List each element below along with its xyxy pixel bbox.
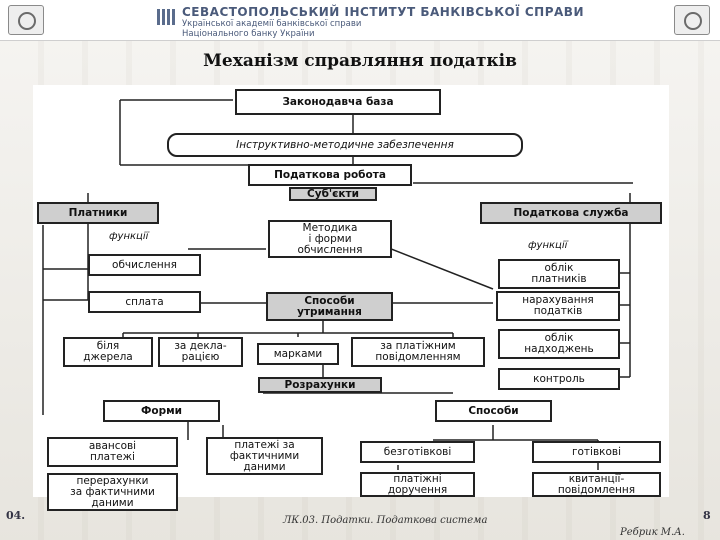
footer-page-number: 8	[703, 509, 711, 522]
node-payers: Платники	[37, 202, 159, 224]
label-functions-right: функції	[528, 240, 567, 251]
node-tax-work: Податкова робота	[248, 164, 412, 186]
institute-subtitle-line2: Національного банку України	[182, 29, 315, 39]
node-cash: готівкові	[532, 441, 661, 463]
node-receipt-notices: квитанції- повідомлення	[532, 472, 661, 497]
node-advance-payments: авансові платежі	[47, 437, 178, 467]
node-payment-orders: платіжні доручення	[360, 472, 475, 497]
node-settlements: Розрахунки	[258, 377, 382, 393]
node-payment-methods: Способи утримання	[266, 292, 393, 321]
node-payment: сплата	[88, 291, 201, 313]
node-calculation: обчислення	[88, 254, 201, 276]
node-methods-and-forms: Методика і форми обчислення	[268, 220, 392, 258]
node-by-tax-notice: за платіжним повідомленням	[351, 337, 485, 367]
institute-logo-icon	[157, 9, 175, 25]
label-functions-left: функції	[109, 231, 148, 242]
node-control: контроль	[498, 368, 620, 390]
node-at-source: біля джерела	[63, 337, 153, 367]
tax-mechanism-diagram: Законодавча база Інструктивно-методичне …	[33, 85, 669, 497]
institute-crest-icon	[8, 5, 44, 35]
node-methods: Способи	[435, 400, 552, 422]
footer-topic: ЛК.03. Податки. Податкова система	[283, 515, 487, 526]
institute-name: СЕВАСТОПОЛЬСЬКИЙ ІНСТИТУТ БАНКІВСЬКОЇ СП…	[182, 5, 584, 19]
header-bar: СЕВАСТОПОЛЬСЬКИЙ ІНСТИТУТ БАНКІВСЬКОЇ СП…	[0, 0, 720, 41]
node-legislative-base: Законодавча база	[235, 89, 441, 115]
footer-date: 04.	[6, 509, 25, 522]
node-methodological-support: Інструктивно-методичне забезпечення	[167, 133, 523, 157]
bank-crest-icon	[674, 5, 710, 35]
institute-subtitle-line1: Української академії банківської справи	[182, 19, 361, 29]
node-receipts-accounting: облік надходжень	[498, 329, 620, 359]
node-actual-payments: платежі за фактичними даними	[206, 437, 323, 475]
node-forms: Форми	[103, 400, 220, 422]
node-recalculation: перерахунки за фактичними даними	[47, 473, 178, 511]
node-subjects: Суб'єкти	[289, 187, 377, 201]
node-by-declaration: за декла- рацією	[158, 337, 243, 367]
footer-author: Ребрик М.А.	[620, 527, 685, 538]
node-tax-accrual: нарахування податків	[496, 291, 620, 321]
slide-title: Механізм справляння податків	[0, 51, 720, 71]
node-stamps: марками	[257, 343, 339, 365]
node-payer-registration: облік платників	[498, 259, 620, 289]
node-tax-service: Податкова служба	[480, 202, 662, 224]
node-cashless: безготівкові	[360, 441, 475, 463]
